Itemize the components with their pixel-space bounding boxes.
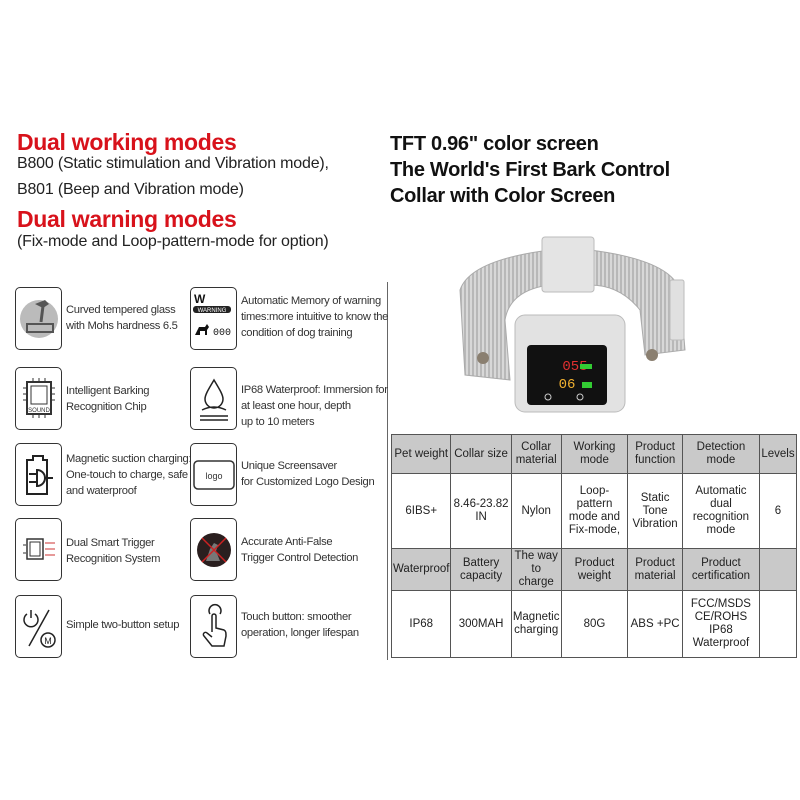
feature-touch-button: Touch button: smoother operation, longer … <box>241 609 359 641</box>
svg-text:055: 055 <box>562 359 587 375</box>
table-cell: Levels <box>759 434 797 474</box>
table-cell: FCC/MSDS CE/ROHS IP68 Waterproof <box>681 590 761 658</box>
table-cell: Collar material <box>510 434 562 474</box>
collar-product-image: 055 06 <box>459 236 686 413</box>
svg-text:WARNING: WARNING <box>197 308 226 314</box>
table-cell: IP68 <box>390 590 452 658</box>
feature-text-line: Automatic Memory of warning <box>241 295 381 307</box>
collar-screen <box>527 345 607 405</box>
svg-text:SOUND: SOUND <box>28 408 50 414</box>
table-cell: Working mode <box>560 434 629 474</box>
svg-text:M: M <box>44 636 52 646</box>
feature-text-line: Unique Screensaver <box>241 460 337 472</box>
table-cell: 80G <box>560 590 629 658</box>
feature-text-line: times:more intuitive to know the <box>241 311 389 323</box>
table-cell: Magnetic charging <box>510 590 562 658</box>
right-header: TFT 0.96" color screen The World's First… <box>390 131 670 209</box>
table-cell <box>759 548 797 591</box>
feature-text-line: Accurate Anti-False <box>241 536 333 548</box>
svg-text:000: 000 <box>212 328 230 339</box>
feature-text-line: for Customized Logo Design <box>241 476 375 488</box>
no-barking-dog-icon <box>190 518 237 581</box>
chip-icon: SOUND <box>15 367 62 430</box>
touch-finger-icon <box>190 595 237 658</box>
feature-warning-memory: Automatic Memory of warning times:more in… <box>241 293 388 341</box>
table-cell: Loop-pattern mode and Fix-mode, <box>560 473 629 549</box>
warning-memory-icon: W WARNING 000 <box>190 287 237 350</box>
mode-b800: B800 (Static stimulation and Vibration m… <box>17 155 329 172</box>
feature-text-line: Curved tempered glass <box>66 304 176 316</box>
table-cell: The way to charge <box>510 548 562 591</box>
feature-text-line: Trigger Control Detection <box>241 552 359 564</box>
feature-text-line: Recognition Chip <box>66 401 147 413</box>
feature-text-line: operation, longer lifespan <box>241 627 359 639</box>
table-cell: 6IBS+ <box>390 473 452 549</box>
table-cell: Product certification <box>681 548 761 591</box>
screen-spec: TFT 0.96" color screen <box>390 133 599 155</box>
svg-text:logo: logo <box>205 471 222 481</box>
feature-tempered-glass: Curved tempered glass with Mohs hardness … <box>66 302 178 334</box>
feature-text-line: up to 10 meters <box>241 416 315 428</box>
feature-text-line: Simple two-button setup <box>66 619 180 631</box>
feature-two-button: Simple two-button setup <box>66 617 179 633</box>
headline-line2: Collar with Color Screen <box>390 185 616 207</box>
feature-text-line: Dual Smart Trigger <box>66 537 155 549</box>
table-cell: Collar size <box>450 434 512 474</box>
feature-magnetic-charging: Magnetic suction charging: One-touch to c… <box>66 451 192 499</box>
feature-text-line: at least one hour, depth <box>241 400 351 412</box>
table-cell: Product material <box>627 548 683 591</box>
table-cell: Detection mode <box>681 434 761 474</box>
tempered-glass-icon <box>15 287 62 350</box>
divider <box>387 282 388 660</box>
title-dual-working-modes: Dual working modes <box>17 129 237 155</box>
dual-trigger-icon <box>15 518 62 581</box>
mode-b801: B801 (Beep and Vibration mode) <box>17 181 244 198</box>
feature-text-line: One-touch to charge, safe <box>66 469 188 481</box>
feature-waterproof: IP68 Waterproof: Immersion for at least o… <box>241 382 388 430</box>
title-dual-warning-modes: Dual warning modes <box>17 206 237 232</box>
feature-screensaver: Unique Screensaver for Customized Logo De… <box>241 458 375 490</box>
feature-text-line: Recognition System <box>66 553 161 565</box>
water-drop-icon <box>190 367 237 430</box>
table-cell: Product function <box>627 434 683 474</box>
table-cell: Pet weight <box>390 434 452 474</box>
two-button-icon: M <box>15 595 62 658</box>
feature-text-line: and waterproof <box>66 485 137 497</box>
svg-text:W: W <box>194 292 206 306</box>
feature-text-line: Intelligent Barking <box>66 385 150 397</box>
table-cell: 6 <box>759 473 797 549</box>
feature-text-line: IP68 Waterproof: Immersion for <box>241 384 388 396</box>
warning-modes-desc: (Fix-mode and Loop-pattern-mode for opti… <box>17 233 329 250</box>
table-cell: Product weight <box>560 548 629 591</box>
table-cell: Static Tone Vibration <box>627 473 683 549</box>
table-cell: ABS +PC <box>627 590 683 658</box>
feature-text-line: with Mohs hardness 6.5 <box>66 320 178 332</box>
magnetic-plug-icon <box>15 443 62 506</box>
table-cell: 8.46-23.82 IN <box>450 473 512 549</box>
table-cell <box>759 590 797 658</box>
feature-text-line: condition of dog training <box>241 327 353 339</box>
table-cell: Automatic dual recognition mode <box>681 473 761 549</box>
feature-text-line: Touch button: smoother <box>241 611 352 623</box>
svg-text:06: 06 <box>559 377 576 393</box>
headline-line1: The World's First Bark Control <box>390 159 670 181</box>
table-cell: Nylon <box>510 473 562 549</box>
feature-text-line: Magnetic suction charging: <box>66 453 192 465</box>
table-cell: Waterproof <box>390 548 452 591</box>
table-cell: Battery capacity <box>450 548 512 591</box>
logo-screen-icon: logo <box>190 443 237 506</box>
table-cell: 300MAH <box>450 590 512 658</box>
